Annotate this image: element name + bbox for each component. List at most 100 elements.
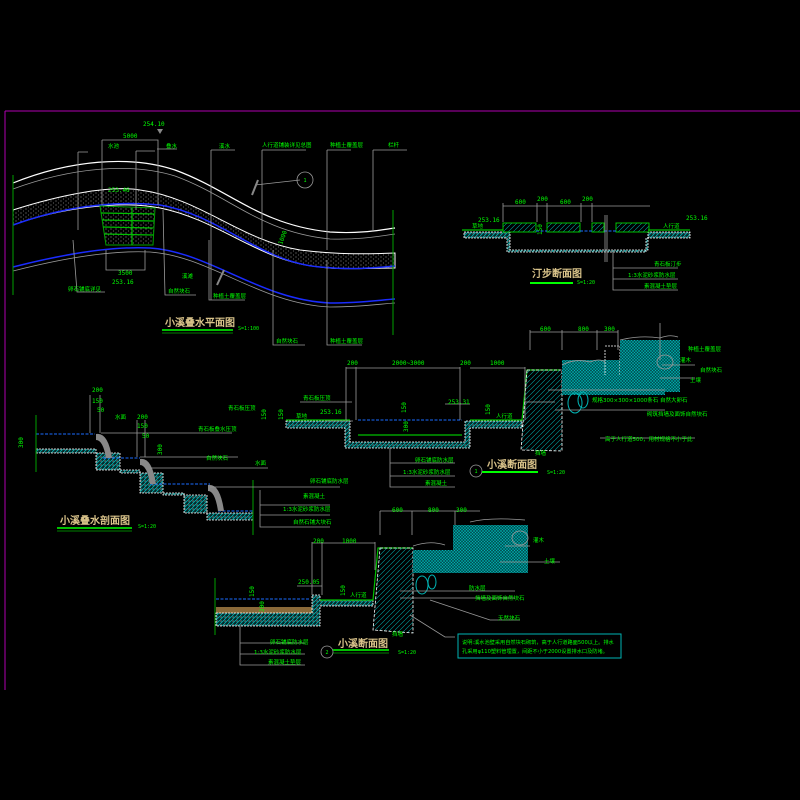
svg-text:600: 600 [515, 199, 526, 206]
svg-text:S=1:20: S=1:20 [547, 470, 565, 476]
svg-text:3500: 3500 [118, 270, 133, 277]
svg-text:1000: 1000 [277, 229, 289, 245]
svg-text:1:3水泥砂浆防水层: 1:3水泥砂浆防水层 [628, 271, 676, 279]
svg-text:150: 150 [137, 423, 148, 430]
svg-text:水面: 水面 [115, 413, 127, 421]
svg-text:草地: 草地 [472, 222, 484, 230]
svg-text:300: 300 [18, 437, 25, 448]
svg-text:S=1:20: S=1:20 [577, 280, 595, 286]
svg-text:叠水: 叠水 [166, 142, 178, 150]
plan-title: 小溪叠水平面图 [164, 316, 235, 329]
svg-text:600: 600 [560, 199, 571, 206]
svg-text:253.16: 253.16 [320, 409, 342, 416]
design-note-box: 说明:溪水池壁采用自然块石砌筑，高于人行道路面500以上。排水 孔采用φ110塑… [457, 633, 622, 659]
svg-text:150: 150 [537, 224, 544, 235]
svg-text:150: 150 [340, 585, 347, 596]
svg-text:150: 150 [92, 398, 103, 405]
svg-text:150: 150 [485, 404, 492, 415]
svg-text:种植土覆盖层: 种植土覆盖层 [688, 345, 722, 353]
svg-text:孔采用φ110塑料管埋置，间距不小于2000设置排水口及防堵: 孔采用φ110塑料管埋置，间距不小于2000设置排水口及防堵。 [462, 647, 608, 655]
stream-section-2: 200 1000 600 800 300 250.05 150 300 150 … [214, 507, 622, 666]
svg-text:挡墙及面饰自然块石: 挡墙及面饰自然块石 [475, 594, 525, 602]
svg-text:青石板压顶: 青石板压顶 [303, 394, 331, 402]
svg-text:200: 200 [313, 538, 324, 545]
svg-text:挡墙: 挡墙 [535, 449, 547, 457]
svg-text:防水层: 防水层 [469, 584, 486, 592]
svg-text:300: 300 [403, 421, 410, 432]
svg-text:300: 300 [604, 326, 615, 333]
stream-section-1: 200 2000~3000 200 1000 600 800 300 253.1… [278, 323, 723, 488]
svg-text:青石板汀步: 青石板汀步 [654, 260, 682, 268]
svg-text:50: 50 [142, 433, 150, 440]
svg-text:1: 1 [474, 469, 477, 475]
svg-text:253.16: 253.16 [686, 215, 708, 222]
svg-text:素混凝土: 素混凝土 [425, 479, 448, 487]
svg-text:卵石铺底防水层: 卵石铺底防水层 [310, 477, 349, 485]
section-marker-2 [320, 645, 334, 659]
svg-text:200: 200 [460, 360, 471, 367]
svg-text:S=1:100: S=1:100 [238, 326, 259, 332]
elevation-label: 254.10 [143, 121, 165, 128]
svg-text:溪水: 溪水 [219, 142, 231, 150]
svg-text:5000: 5000 [123, 133, 138, 140]
svg-text:素混凝土垫层: 素混凝土垫层 [268, 658, 302, 666]
svg-text:说明:溪水池壁采用自然块石砌筑，高于人行道路面500以上。排: 说明:溪水池壁采用自然块石砌筑，高于人行道路面500以上。排水 [462, 638, 615, 646]
svg-text:2: 2 [325, 650, 328, 656]
svg-text:人行道: 人行道 [350, 591, 367, 599]
svg-text:卵石铺底防水层: 卵石铺底防水层 [415, 456, 454, 464]
section1-title: 小溪断面图 [486, 458, 537, 471]
svg-text:草地: 草地 [296, 412, 308, 420]
plan-stone-steps [99, 205, 156, 246]
svg-text:1:3水泥砂浆防水层: 1:3水泥砂浆防水层 [283, 505, 331, 513]
stepping-title: 汀步断面图 [532, 267, 582, 280]
svg-text:种植土覆盖层: 种植土覆盖层 [213, 292, 247, 300]
svg-text:挡墙: 挡墙 [392, 630, 404, 638]
svg-text:150: 150 [401, 402, 408, 413]
svg-text:600: 600 [392, 507, 403, 514]
svg-text:250.05: 250.05 [298, 579, 320, 586]
svg-text:卵石铺底防水层: 卵石铺底防水层 [270, 638, 309, 646]
waterfall-title: 小溪叠水剖面图 [59, 514, 130, 527]
svg-text:种植土覆盖层: 种植土覆盖层 [330, 337, 364, 345]
waterfall-section: 200 150 50 200 150 50 300 300 150 水面 青石板… [18, 387, 349, 535]
svg-text:自然块石: 自然块石 [168, 287, 191, 295]
svg-text:水池: 水池 [108, 142, 120, 150]
svg-text:规格300×300×1000条石 自然大卵石: 规格300×300×1000条石 自然大卵石 [592, 396, 688, 404]
svg-text:150: 150 [261, 409, 268, 420]
svg-text:1: 1 [303, 178, 306, 184]
svg-text:800: 800 [578, 326, 589, 333]
svg-text:1000: 1000 [342, 538, 357, 545]
svg-text:200: 200 [92, 387, 103, 394]
svg-text:种植土覆盖层: 种植土覆盖层 [330, 141, 364, 149]
svg-text:253.16: 253.16 [112, 279, 134, 286]
svg-text:自然块石: 自然块石 [206, 454, 229, 462]
svg-text:自然块石: 自然块石 [700, 366, 723, 374]
svg-text:253.31: 253.31 [448, 399, 470, 406]
svg-text:200: 200 [347, 360, 358, 367]
svg-text:253.46: 253.46 [108, 187, 130, 194]
svg-text:灌木: 灌木 [680, 356, 692, 364]
svg-text:高于人行道500，用材规格不小于此: 高于人行道500，用材规格不小于此 [605, 435, 693, 443]
svg-text:150: 150 [278, 409, 285, 420]
section-marker[interactable] [296, 171, 314, 189]
svg-text:自然石铺大块石: 自然石铺大块石 [293, 518, 332, 526]
svg-text:栏杆: 栏杆 [388, 141, 400, 149]
svg-text:1000: 1000 [490, 360, 505, 367]
svg-text:溪滩: 溪滩 [182, 272, 194, 280]
svg-text:人行道铺装详见总图: 人行道铺装详见总图 [262, 141, 312, 149]
svg-text:253.16: 253.16 [478, 217, 500, 224]
svg-text:2000~3000: 2000~3000 [392, 360, 425, 367]
svg-text:200: 200 [537, 196, 548, 203]
svg-text:土壤: 土壤 [690, 376, 702, 384]
svg-text:300: 300 [456, 507, 467, 514]
svg-text:200: 200 [582, 196, 593, 203]
svg-text:土壤: 土壤 [544, 557, 556, 565]
svg-text:S=1:20: S=1:20 [138, 524, 156, 530]
section2-title: 小溪断面图 [337, 637, 388, 650]
svg-text:S=1:20: S=1:20 [398, 650, 416, 656]
svg-text:600: 600 [540, 326, 551, 333]
svg-text:灌木: 灌木 [533, 536, 545, 544]
plan-view: 1 254.10 5000 253.46 3500 253.16 1000 水池… [12, 121, 407, 346]
svg-text:1:3水泥砂浆防水层: 1:3水泥砂浆防水层 [403, 468, 451, 476]
svg-text:200: 200 [137, 414, 148, 421]
